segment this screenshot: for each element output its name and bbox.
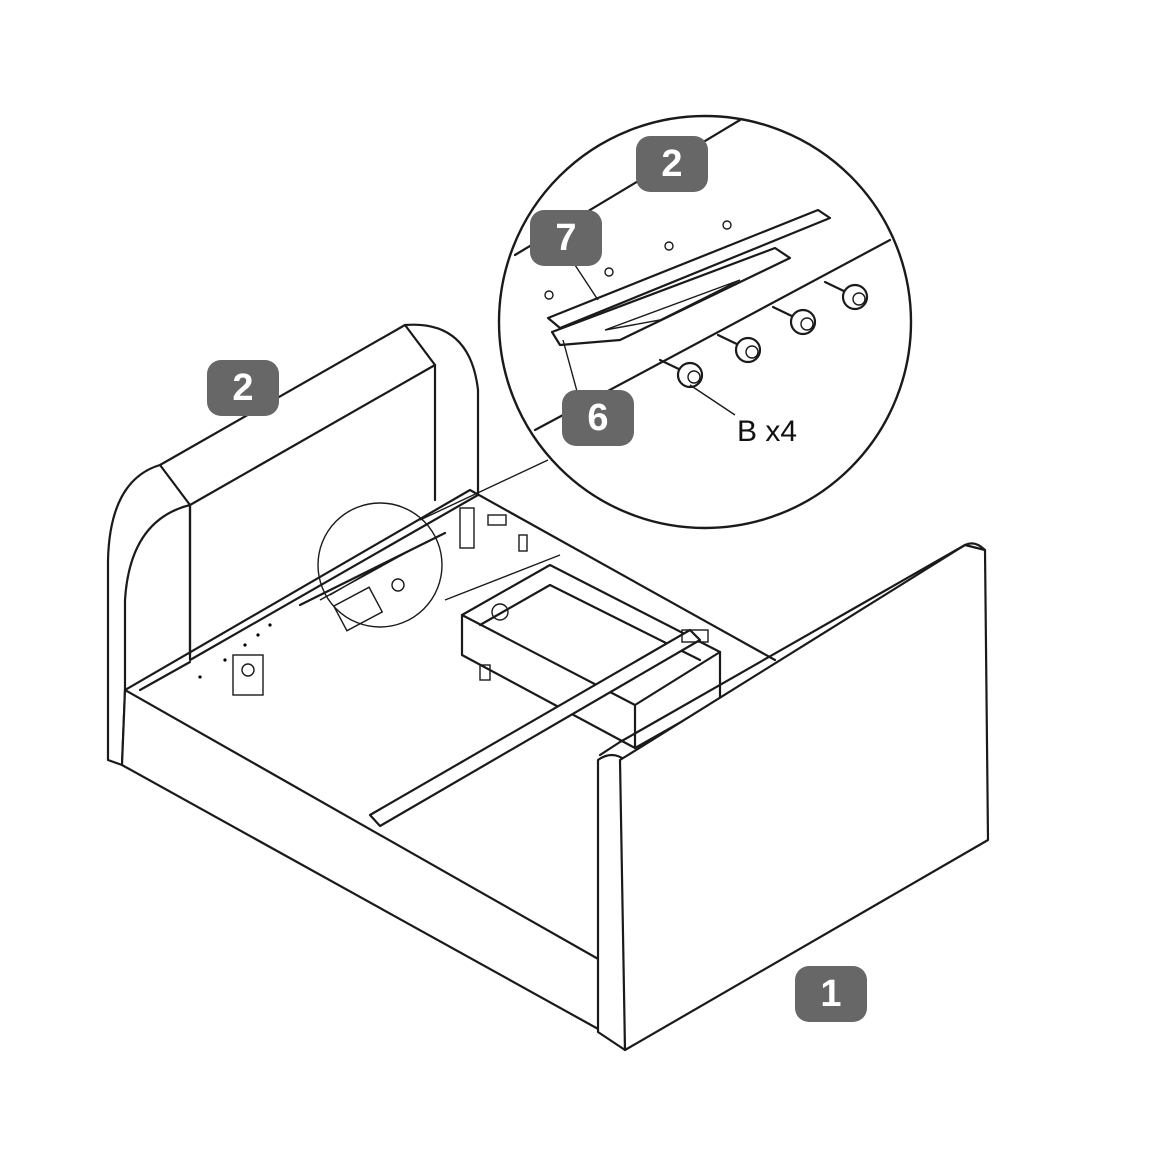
callout-badge-detail-headboard: 2	[636, 136, 708, 192]
center-slat	[368, 628, 702, 828]
footboard	[596, 542, 990, 1052]
callout-badge-rail: 7	[530, 210, 602, 266]
slat-bracket	[681, 629, 709, 643]
hardware-quantity-label: B x4	[737, 415, 798, 448]
callout-badge-bracket: 6	[562, 390, 634, 446]
callout-badge-footboard: 1	[795, 966, 867, 1022]
bolt-icons	[658, 280, 869, 389]
zoom-connector	[419, 459, 561, 601]
headboard	[106, 323, 480, 767]
headboard-bracket-area	[198, 502, 528, 696]
callout-badge-headboard: 2	[207, 360, 279, 416]
